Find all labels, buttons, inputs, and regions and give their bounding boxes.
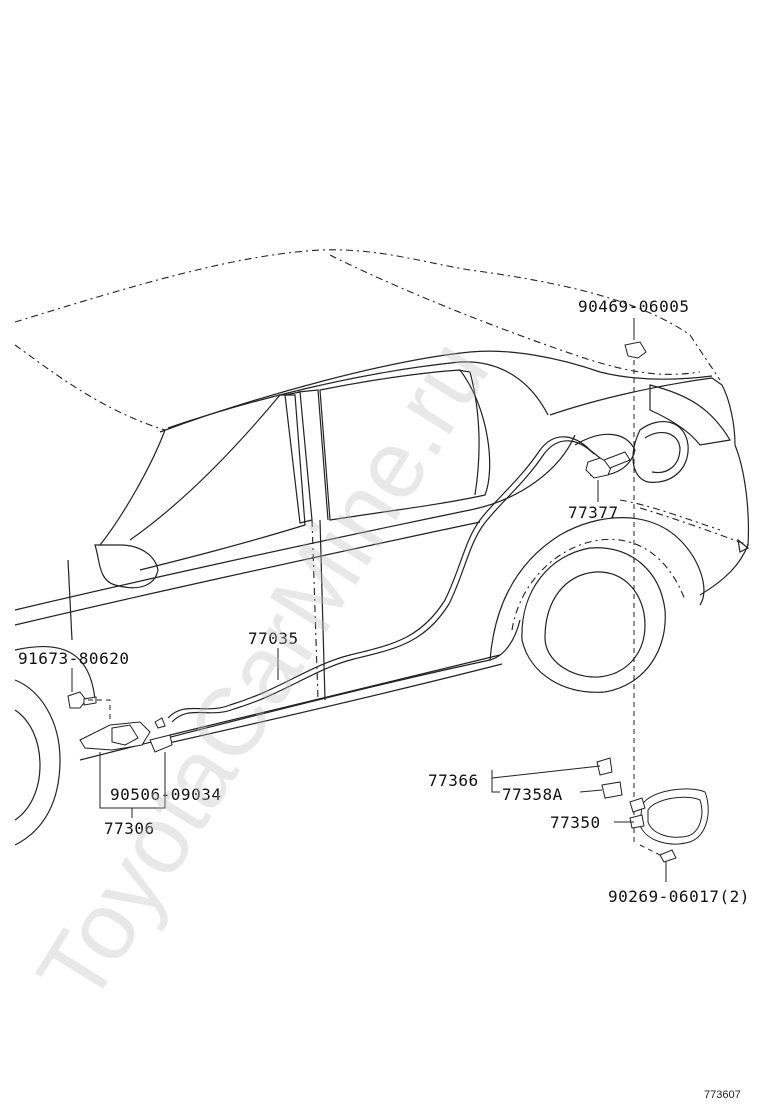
label-77366: 77366 xyxy=(428,771,479,790)
label-77306: 77306 xyxy=(104,819,155,838)
part-lever-77306 xyxy=(79,717,173,818)
part-fuel-lid-77350 xyxy=(614,788,709,845)
part-lock-77377 xyxy=(585,451,631,502)
part-bolt-91673 xyxy=(67,668,111,720)
diagram-ref-code: 773607 xyxy=(704,1089,741,1101)
label-77035: 77035 xyxy=(248,629,299,648)
label-77377: 77377 xyxy=(568,503,619,522)
label-77358A: 77358A xyxy=(502,785,563,804)
label-90506-09034: 90506-09034 xyxy=(110,785,221,804)
label-77350: 77350 xyxy=(550,813,601,832)
watermark-text: ToyotaCarMine.ru xyxy=(17,322,509,1021)
label-90469-06005: 90469-06005 xyxy=(578,297,689,316)
part-bracket-77366 xyxy=(491,757,623,799)
part-clip-90469 xyxy=(624,318,647,845)
part-screw-90269 xyxy=(639,844,677,882)
label-90269-06017: 90269-06017(2) xyxy=(608,887,750,906)
opener-cable-77035 xyxy=(167,436,606,723)
label-91673-80620: 91673-80620 xyxy=(18,649,129,668)
